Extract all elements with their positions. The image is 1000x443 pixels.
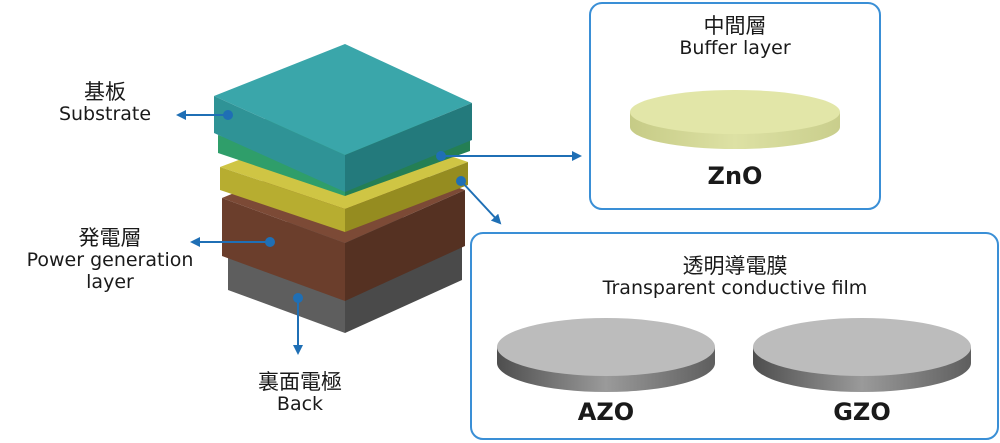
zno-label: ZnO <box>707 162 763 190</box>
substrate-jp: 基板 <box>84 80 126 104</box>
back-en: Back <box>276 393 324 416</box>
buffer-en: Buffer layer <box>679 37 791 60</box>
substrate-layer <box>214 44 472 192</box>
power-en-line1: Power generation <box>26 249 194 272</box>
transparent-film-arrow <box>456 176 502 225</box>
transparent-film-title: 透明導電膜 Transparent conductive film <box>490 254 980 300</box>
back-electrode-arrow <box>293 293 303 355</box>
buffer-layer-arrow <box>436 151 582 161</box>
power-jp: 発電層 <box>78 226 142 250</box>
buffer-layer-title: 中間層 Buffer layer <box>600 14 870 60</box>
substrate-en: Substrate <box>58 103 152 126</box>
gzo-label: GZO <box>833 398 891 426</box>
substrate-arrow <box>176 110 233 120</box>
power-layer-arrow <box>190 237 275 247</box>
back-electrode-label: 裏面電極 Back <box>230 370 370 416</box>
zno-disc <box>630 90 840 149</box>
azo-disc <box>497 318 715 392</box>
tco-en: Transparent conductive film <box>602 277 868 300</box>
substrate-label: 基板 Substrate <box>40 80 170 126</box>
azo-label: AZO <box>577 398 635 426</box>
buffer-jp: 中間層 <box>703 14 767 38</box>
power-en-line2: layer <box>86 270 134 293</box>
back-jp: 裏面電極 <box>258 370 342 394</box>
power-generation-label: 発電層 Power generation layer <box>0 226 220 294</box>
gzo-disc <box>753 318 971 392</box>
tco-jp: 透明導電膜 <box>682 254 788 278</box>
